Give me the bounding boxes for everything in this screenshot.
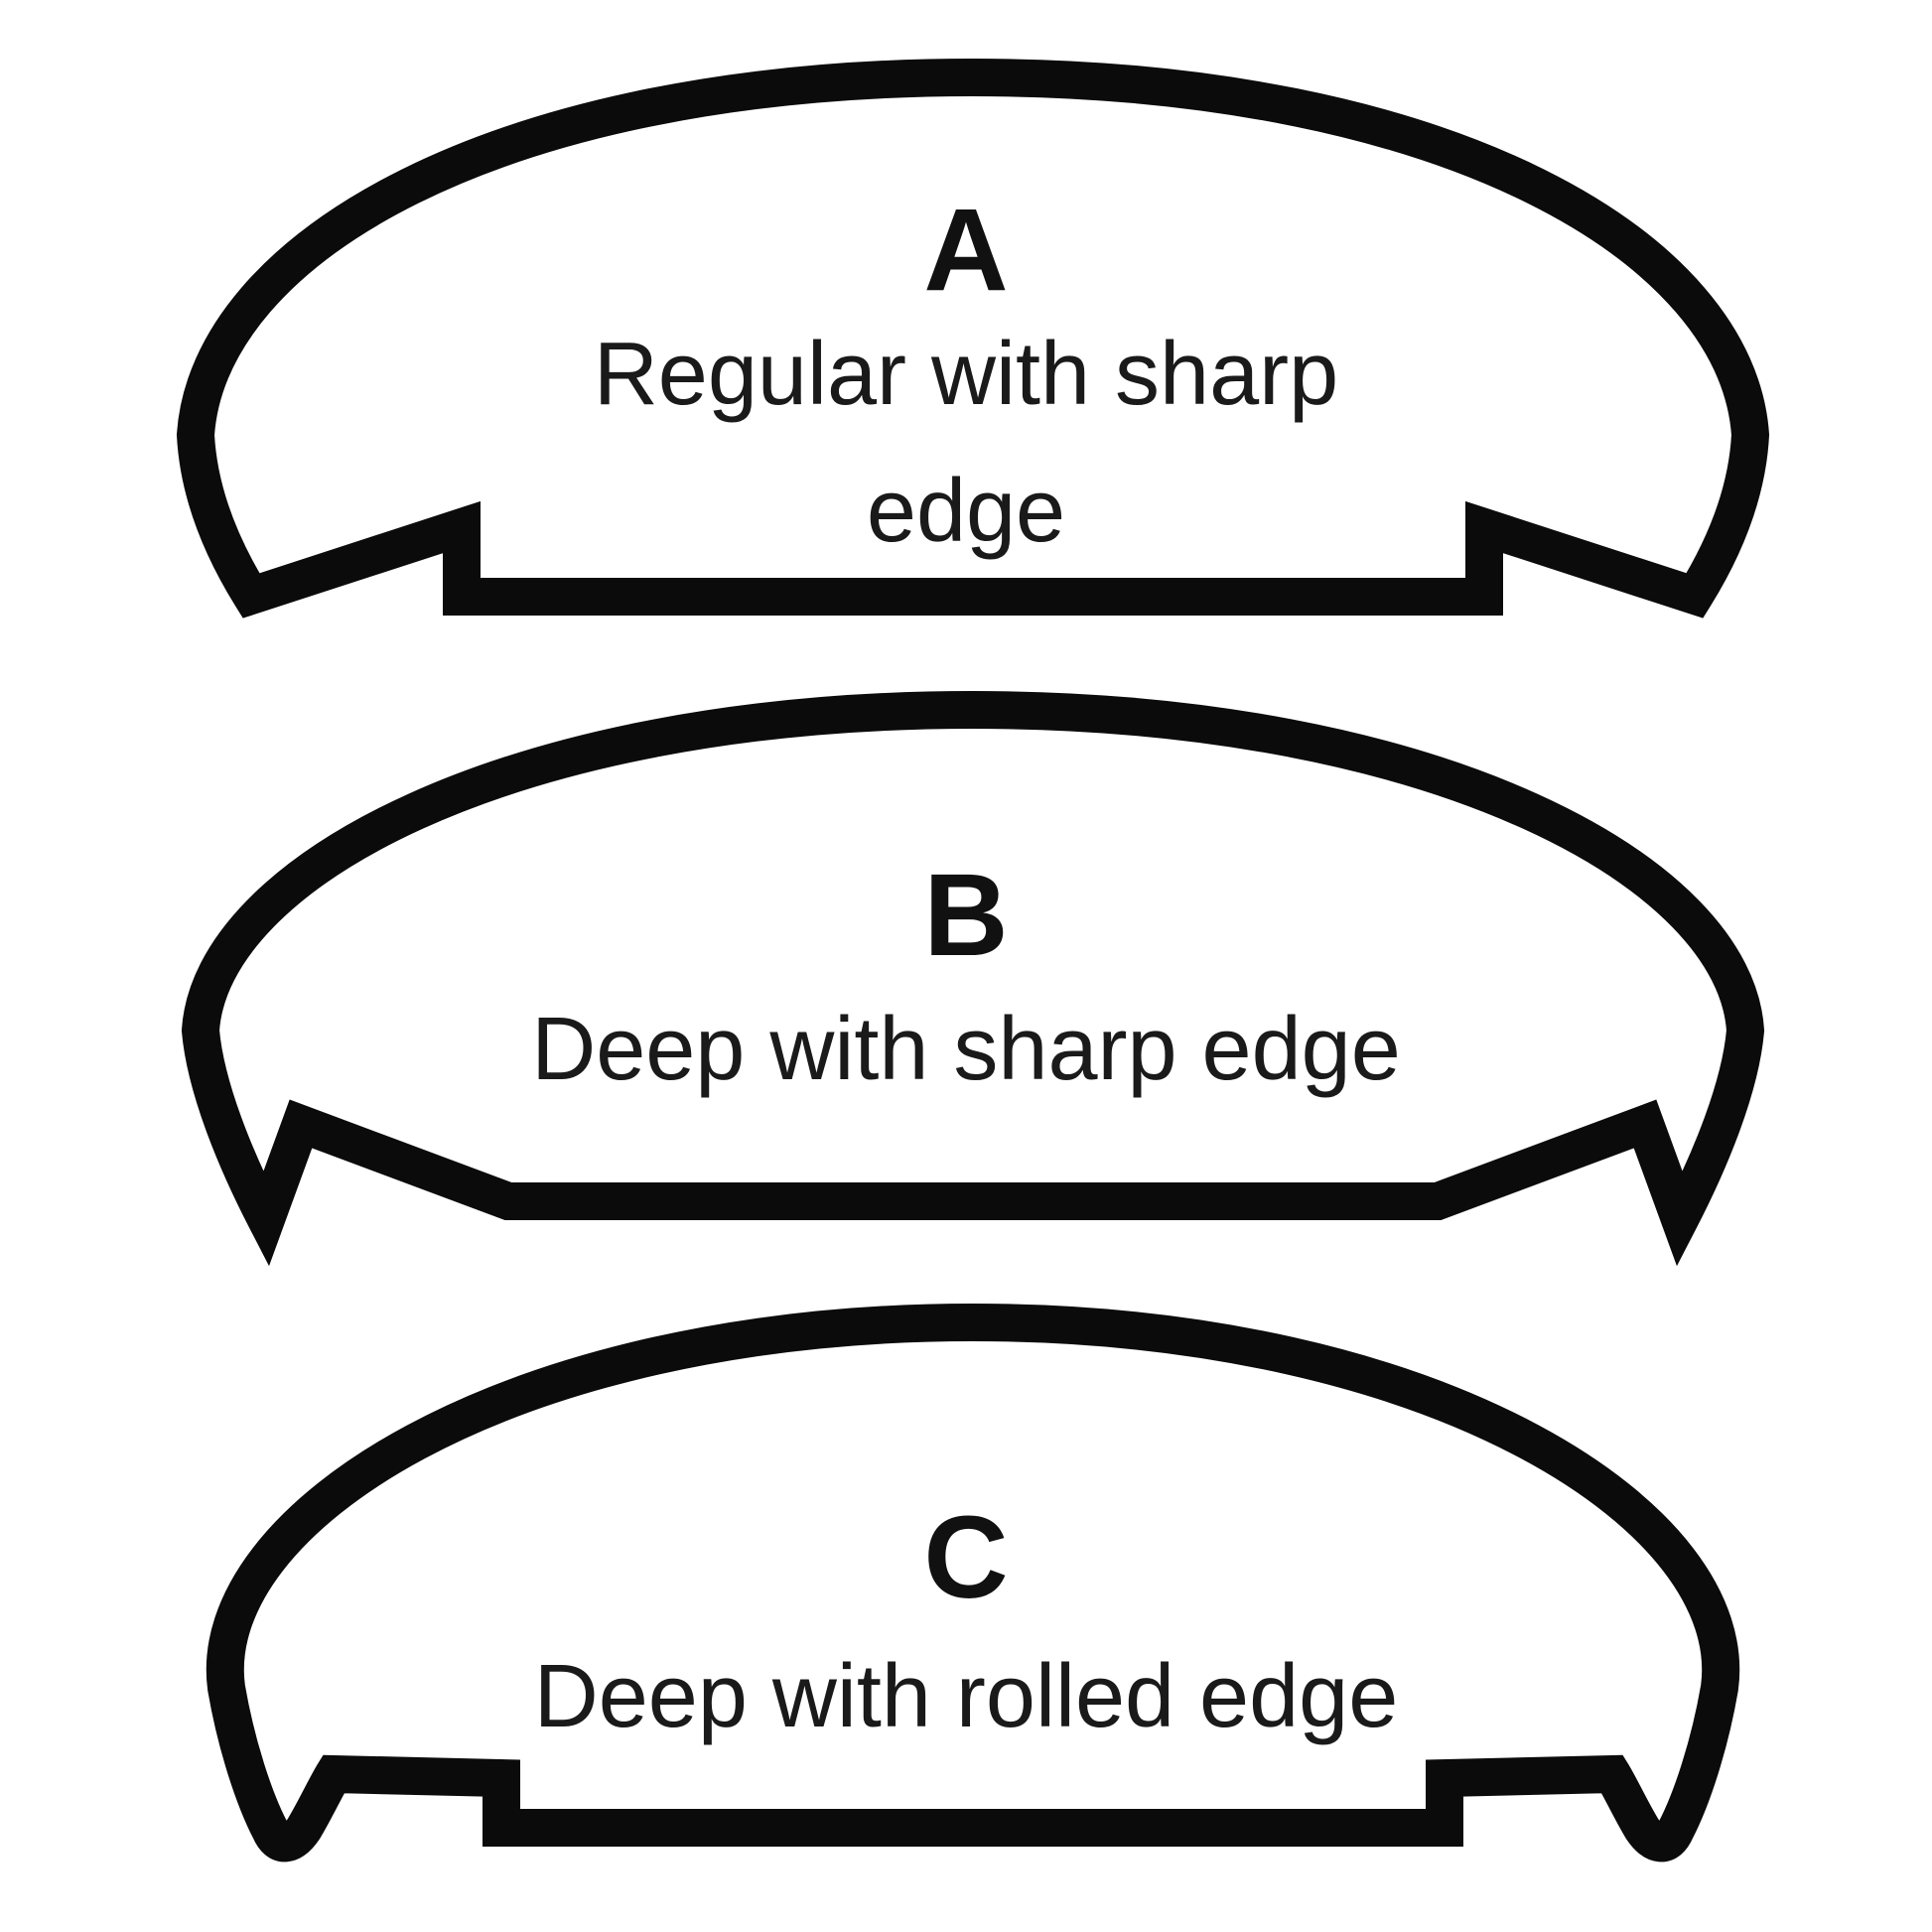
section-c-letter: C xyxy=(923,1492,1009,1623)
section-a-caption-line1: Regular with sharp xyxy=(593,325,1339,424)
section-b-caption: Deep with sharp edge xyxy=(0,981,1932,1118)
section-c-caption: Deep with rolled edge xyxy=(0,1628,1932,1765)
section-a-letter: A xyxy=(923,185,1009,316)
section-b-caption-line1: Deep with sharp edge xyxy=(531,1000,1401,1099)
section-a-caption-line2: edge xyxy=(866,462,1066,561)
section-c-caption-line1: Deep with rolled edge xyxy=(533,1647,1399,1746)
profile-outline-a xyxy=(176,58,1770,619)
section-b-letter: B xyxy=(923,850,1009,981)
profile-outline-c xyxy=(206,1303,1740,1863)
section-a-caption: Regular with sharp edge xyxy=(0,306,1932,580)
profile-outline-b xyxy=(181,690,1765,1267)
